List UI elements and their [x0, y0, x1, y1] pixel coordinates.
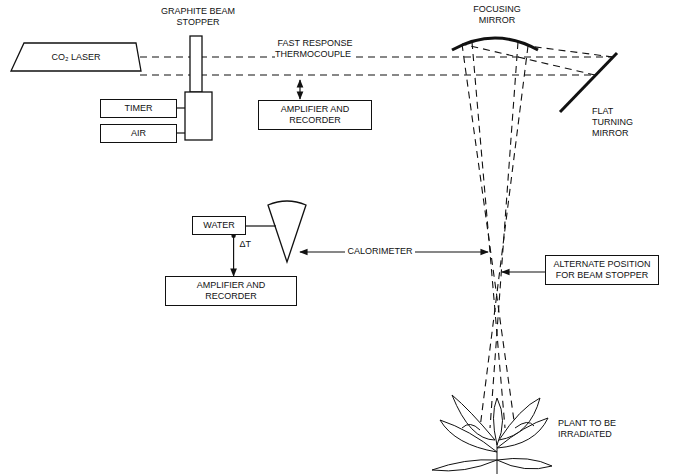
label-text: FOCUSING MIRROR: [473, 4, 521, 25]
calorimeter-cone: [268, 201, 306, 262]
signal-line: [233, 235, 234, 276]
component-label: FLAT TURNING MIRROR: [592, 106, 652, 138]
graphite-beam-stopper: [190, 36, 202, 92]
node-text: CO₂ LASER: [51, 52, 100, 63]
label-text: GRAPHITE BEAM STOPPER: [161, 6, 235, 27]
thermocouple-lead: [299, 80, 300, 99]
flat-turning-mirror: [560, 53, 617, 112]
alternate-position-box: ALTERNATE POSITION FOR BEAM STOPPER: [545, 255, 659, 285]
label-text: FLAT TURNING MIRROR: [592, 106, 633, 138]
water-box: WATER: [192, 216, 246, 235]
node-text: AMPLIFIER AND RECORDER: [170, 280, 292, 302]
component-label: CALORIMETER: [340, 246, 420, 257]
component-label: FOCUSING MIRROR: [462, 4, 532, 26]
node-text: AIR: [105, 128, 172, 139]
laser-beam: [140, 42, 613, 428]
node-text: AMPLIFIER AND RECORDER: [263, 104, 367, 126]
edge-label: ΔT: [239, 240, 253, 250]
amplifier-recorder-box: AMPLIFIER AND RECORDER: [258, 100, 372, 130]
label-text: CALORIMETER: [345, 246, 414, 256]
timer-box: TIMER: [100, 99, 177, 118]
focusing-mirror: [452, 38, 538, 50]
amplifier-recorder-box: AMPLIFIER AND RECORDER: [165, 276, 297, 306]
node-text: WATER: [197, 220, 241, 231]
label-text: PLANT TO BE IRRADIATED: [558, 418, 616, 439]
laser-body: CO₂ LASER: [10, 42, 142, 72]
component-label: GRAPHITE BEAM STOPPER: [160, 6, 236, 28]
component-label: FAST RESPONSE THERMOCOUPLE: [258, 38, 370, 60]
node-text: ALTERNATE POSITION FOR BEAM STOPPER: [550, 259, 654, 281]
air-box: AIR: [100, 124, 177, 143]
plant-illustration: [432, 395, 552, 474]
component-label: PLANT TO BE IRRADIATED: [558, 418, 638, 440]
label-text: FAST RESPONSE THERMOCOUPLE: [275, 38, 353, 59]
water-line: [244, 225, 276, 226]
node-text: TIMER: [105, 103, 172, 114]
stopper-actuator: [185, 92, 212, 140]
alternate-position-arrow: [502, 271, 545, 272]
